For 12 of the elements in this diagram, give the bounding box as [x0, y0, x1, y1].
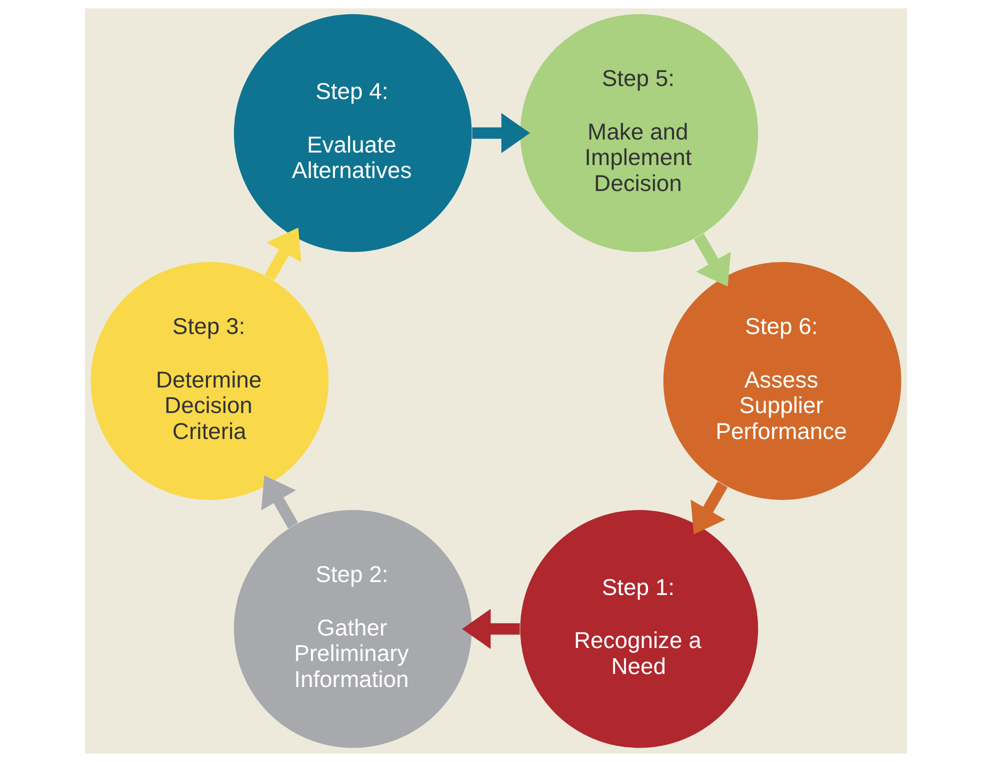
arrow: [472, 113, 530, 154]
arrow: [693, 234, 730, 286]
node-circle: Step 3: Determine Decision Criteria: [90, 262, 328, 500]
arrow: [264, 228, 301, 281]
node-circle: Step 2: Gather Preliminary Information: [233, 510, 472, 748]
arrow: [462, 608, 520, 649]
node-circle: Step 1: Recognize a Need: [520, 510, 758, 748]
node-circle: Step 5: Make and Implement Decision: [520, 14, 758, 252]
arrow: [690, 482, 728, 534]
node-circle: Step 6: Assess Supplier Performance: [662, 262, 901, 500]
arrow: [260, 476, 298, 528]
node-circle: Step 4: Evaluate Alternatives: [233, 14, 472, 252]
